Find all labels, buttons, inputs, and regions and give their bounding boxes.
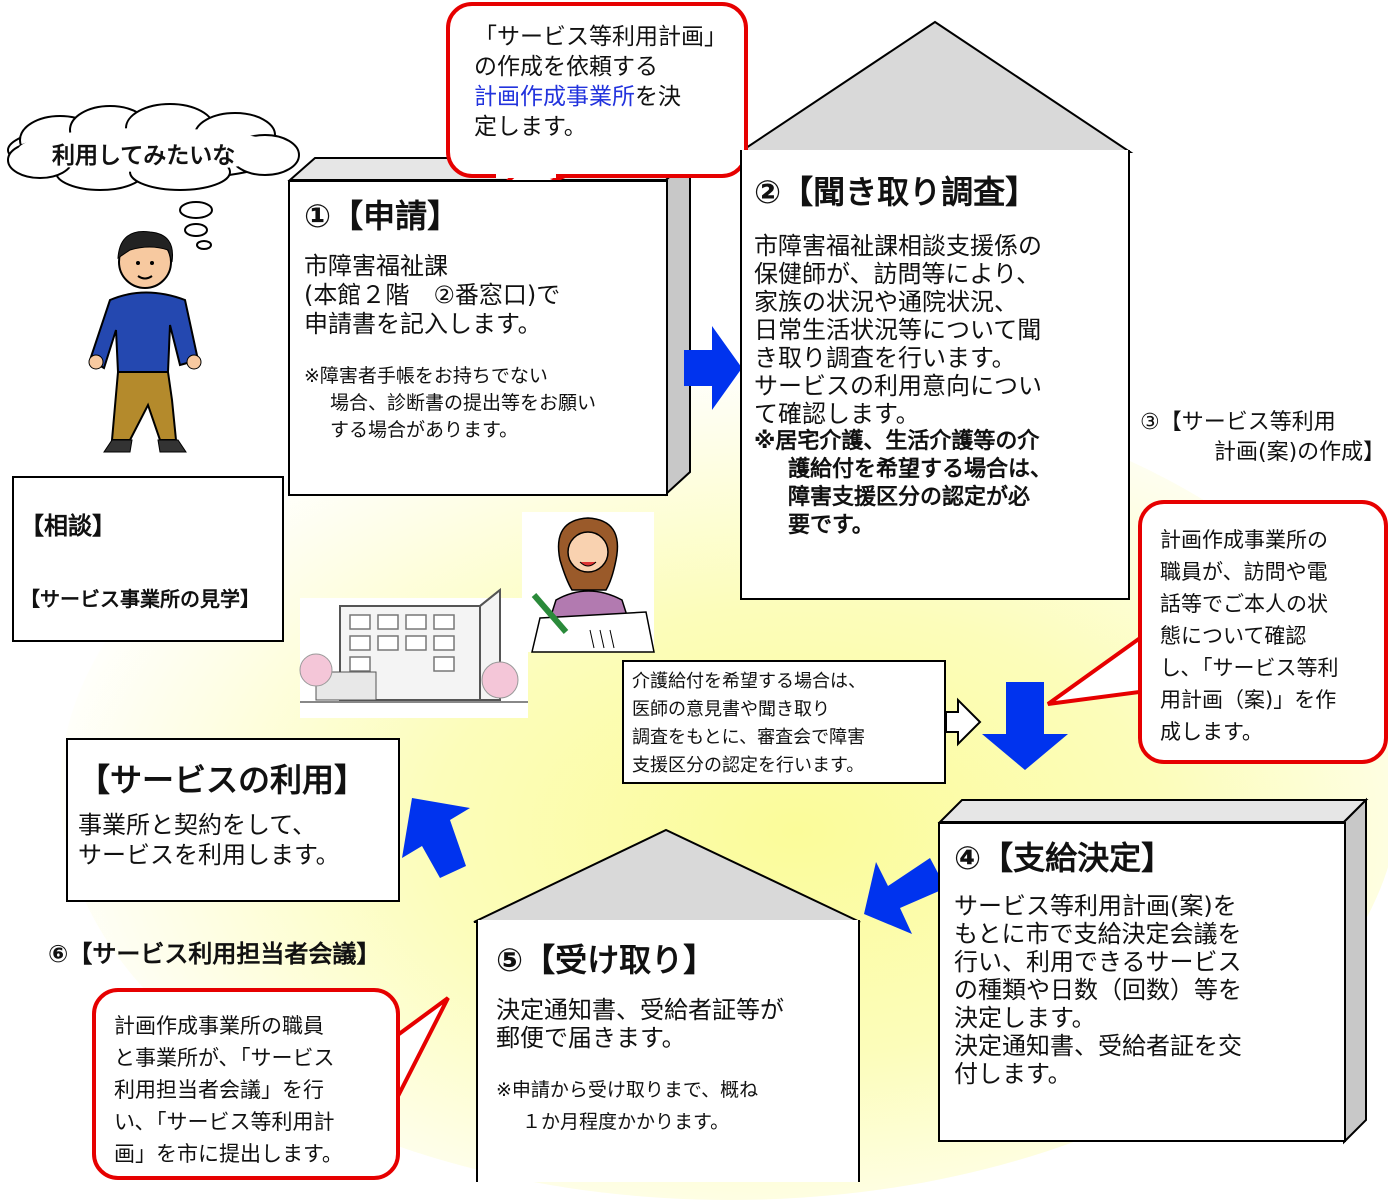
step2-line: て確認します。 bbox=[754, 400, 920, 428]
care-note-line: 医師の意見書や聞き取り bbox=[632, 699, 830, 720]
step1-line: 市障害福祉課 bbox=[304, 252, 448, 280]
arrow-right-step1-to-step2 bbox=[684, 326, 742, 410]
step1-note-line: 場合、診断書の提出等をお願い bbox=[330, 392, 597, 414]
step2-line: き取り調査を行います。 bbox=[754, 344, 1016, 372]
top-callout-highlight: 計画作成事業所 bbox=[474, 84, 635, 110]
consult-box: 【相談】 【サービス事業所の見学】 bbox=[12, 476, 284, 642]
service-use-box: 【サービスの利用】 事業所と契約をして、 サービスを利用します。 bbox=[66, 738, 400, 902]
step3-bubble-line: 職員が、訪問や電 bbox=[1160, 560, 1328, 584]
care-note-box: 介護給付を希望する場合は、 医師の意見書や聞き取り 調査をもとに、審査会で障害 … bbox=[622, 660, 946, 784]
step4-line: 付します。 bbox=[954, 1060, 1072, 1088]
step1-line: 申請書を記入します。 bbox=[304, 310, 542, 338]
step2-line: サービスの利用意向につい bbox=[754, 372, 1042, 400]
step4-line: 行い、利用できるサービス bbox=[954, 948, 1242, 976]
consult-subtitle: 【サービス事業所の見学】 bbox=[20, 587, 260, 611]
step6-bubble-line: と事業所が､「サービス bbox=[114, 1046, 335, 1070]
step2-line: 日常生活状況等について聞 bbox=[754, 316, 1042, 344]
step6-title: ⑥【サービス利用担当者会議】 bbox=[48, 940, 381, 968]
step1-line: (本館２階 ②番窓口)で bbox=[304, 281, 561, 309]
step2-bold-line: ※居宅介護、生活介護等の介 bbox=[754, 429, 1040, 454]
step3-bubble-line: 用計画（案)」を作 bbox=[1160, 688, 1337, 712]
top-callout-line4: 定します。 bbox=[474, 114, 587, 140]
step6-bubble-line: 利用担当者会議」を行 bbox=[114, 1078, 324, 1102]
step3-bubble-line: 態について確認 bbox=[1160, 624, 1307, 648]
staff-illustration bbox=[522, 512, 655, 653]
step6-bubble: 計画作成事業所の職員 と事業所が､「サービス 利用担当者会議」を行 い､「サービ… bbox=[92, 988, 400, 1180]
step2-bold-line: 要です。 bbox=[788, 513, 874, 538]
step3-bubble-line: 成します。 bbox=[1160, 720, 1263, 744]
step1-note-line: する場合があります。 bbox=[330, 419, 519, 441]
step6-bubble-line: い､「サービス等利用計 bbox=[114, 1110, 335, 1134]
arrow-step5-to-service bbox=[402, 798, 470, 878]
step5-line: 郵便で届きます。 bbox=[496, 1024, 686, 1052]
care-note-line: 支援区分の認定を行います。 bbox=[632, 755, 865, 776]
service-use-title: 【サービスの利用】 bbox=[78, 761, 367, 799]
step5-title: ⑤【受け取り】 bbox=[496, 941, 716, 979]
top-callout-line3-rest: を決 bbox=[635, 84, 681, 110]
top-callout-line1: 「サービス等利用計画」 bbox=[474, 24, 727, 50]
step2-line: 市障害福祉課相談支援係の bbox=[754, 232, 1042, 260]
step3-title-line1: ③【サービス等利用 bbox=[1140, 410, 1336, 435]
thought-text: 利用してみたいな bbox=[52, 143, 236, 169]
step4-line: の種類や日数（回数）等を bbox=[954, 976, 1242, 1004]
person-figure bbox=[88, 231, 202, 453]
step2-box: ②【聞き取り調査】 市障害福祉課相談支援係の 保健師が、訪問等により、 家族の状… bbox=[740, 150, 1130, 600]
step5-note-line: １か月程度かかります。 bbox=[522, 1111, 730, 1133]
step3-bubble: 計画作成事業所の 職員が、訪問や電 話等でご本人の状 態について確認 し､「サー… bbox=[1138, 500, 1388, 764]
step3-bubble-line: し､「サービス等利 bbox=[1160, 656, 1339, 680]
step5-box: ⑤【受け取り】 決定通知書、受給者証等が 郵便で届きます。 ※申請から受け取りま… bbox=[476, 920, 860, 1182]
service-use-line: サービスを利用します。 bbox=[78, 841, 340, 869]
step4-title: ④【支給決定】 bbox=[954, 839, 1174, 877]
flow-arrows bbox=[402, 326, 1068, 934]
step4-box: ④【支給決定】 サービス等利用計画(案)を もとに市で支給決定会議を 行い、利用… bbox=[938, 822, 1346, 1142]
service-use-line: 事業所と契約をして、 bbox=[78, 811, 317, 839]
arrow-down-to-step4 bbox=[982, 682, 1068, 770]
note-connector-arrow bbox=[945, 697, 982, 747]
step2-bold-line: 護給付を希望する場合は、 bbox=[788, 457, 1053, 482]
step3-bubble-line: 計画作成事業所の bbox=[1160, 528, 1328, 552]
step4-line: 決定通知書、受給者証を交 bbox=[954, 1032, 1242, 1060]
step6-bubble-line: 画」を市に提出します。 bbox=[114, 1142, 343, 1166]
top-callout: 「サービス等利用計画」 の作成を依頼する 計画作成事業所を決 定します。 bbox=[446, 2, 748, 178]
step2-bold-line: 障害支援区分の認定が必 bbox=[788, 485, 1031, 510]
step2-line: 保健師が、訪問等により、 bbox=[754, 260, 1041, 288]
care-note-line: 調査をもとに、審査会で障害 bbox=[632, 727, 866, 748]
step5-line: 決定通知書、受給者証等が bbox=[496, 996, 784, 1024]
step1-box: ①【申請】 市障害福祉課 (本館２階 ②番窓口)で 申請書を記入します。 ※障害… bbox=[288, 180, 668, 496]
step4-line: サービス等利用計画(案)を bbox=[954, 892, 1237, 920]
step2-line: 家族の状況や通院状況、 bbox=[754, 288, 1018, 316]
building-illustration bbox=[299, 587, 528, 718]
step6-bubble-line: 計画作成事業所の職員 bbox=[114, 1014, 324, 1038]
consult-title: 【相談】 bbox=[20, 512, 116, 540]
step3-title-line2: 計画(案)の作成】 bbox=[1214, 440, 1386, 465]
step1-note-line: ※障害者手帳をお持ちでない bbox=[304, 365, 548, 387]
step4-line: もとに市で支給決定会議を bbox=[954, 920, 1242, 948]
step3-bubble-line: 話等でご本人の状 bbox=[1160, 592, 1328, 616]
step4-line: 決定します。 bbox=[954, 1004, 1096, 1032]
step2-title: ②【聞き取り調査】 bbox=[754, 173, 1038, 211]
step5-note-line: ※申請から受け取りまで、概ね bbox=[496, 1079, 759, 1101]
step1-title: ①【申請】 bbox=[304, 197, 460, 235]
care-note-line: 介護給付を希望する場合は、 bbox=[632, 671, 866, 692]
top-callout-line2: の作成を依頼する bbox=[474, 54, 658, 80]
step3-title: ③【サービス等利用 計画(案)の作成】 bbox=[1140, 408, 1385, 468]
arrow-step4-to-step5 bbox=[864, 858, 946, 934]
